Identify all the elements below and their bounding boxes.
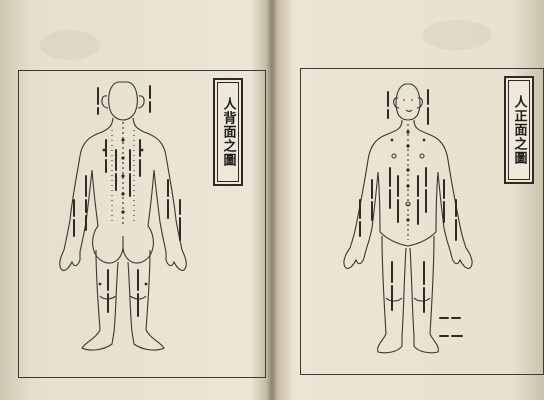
right-page: 人正面之圖 — [272, 0, 544, 400]
front-view-figure — [272, 0, 544, 400]
left-page: 人背面之圖 — [0, 0, 272, 400]
back-view-figure — [0, 0, 272, 400]
